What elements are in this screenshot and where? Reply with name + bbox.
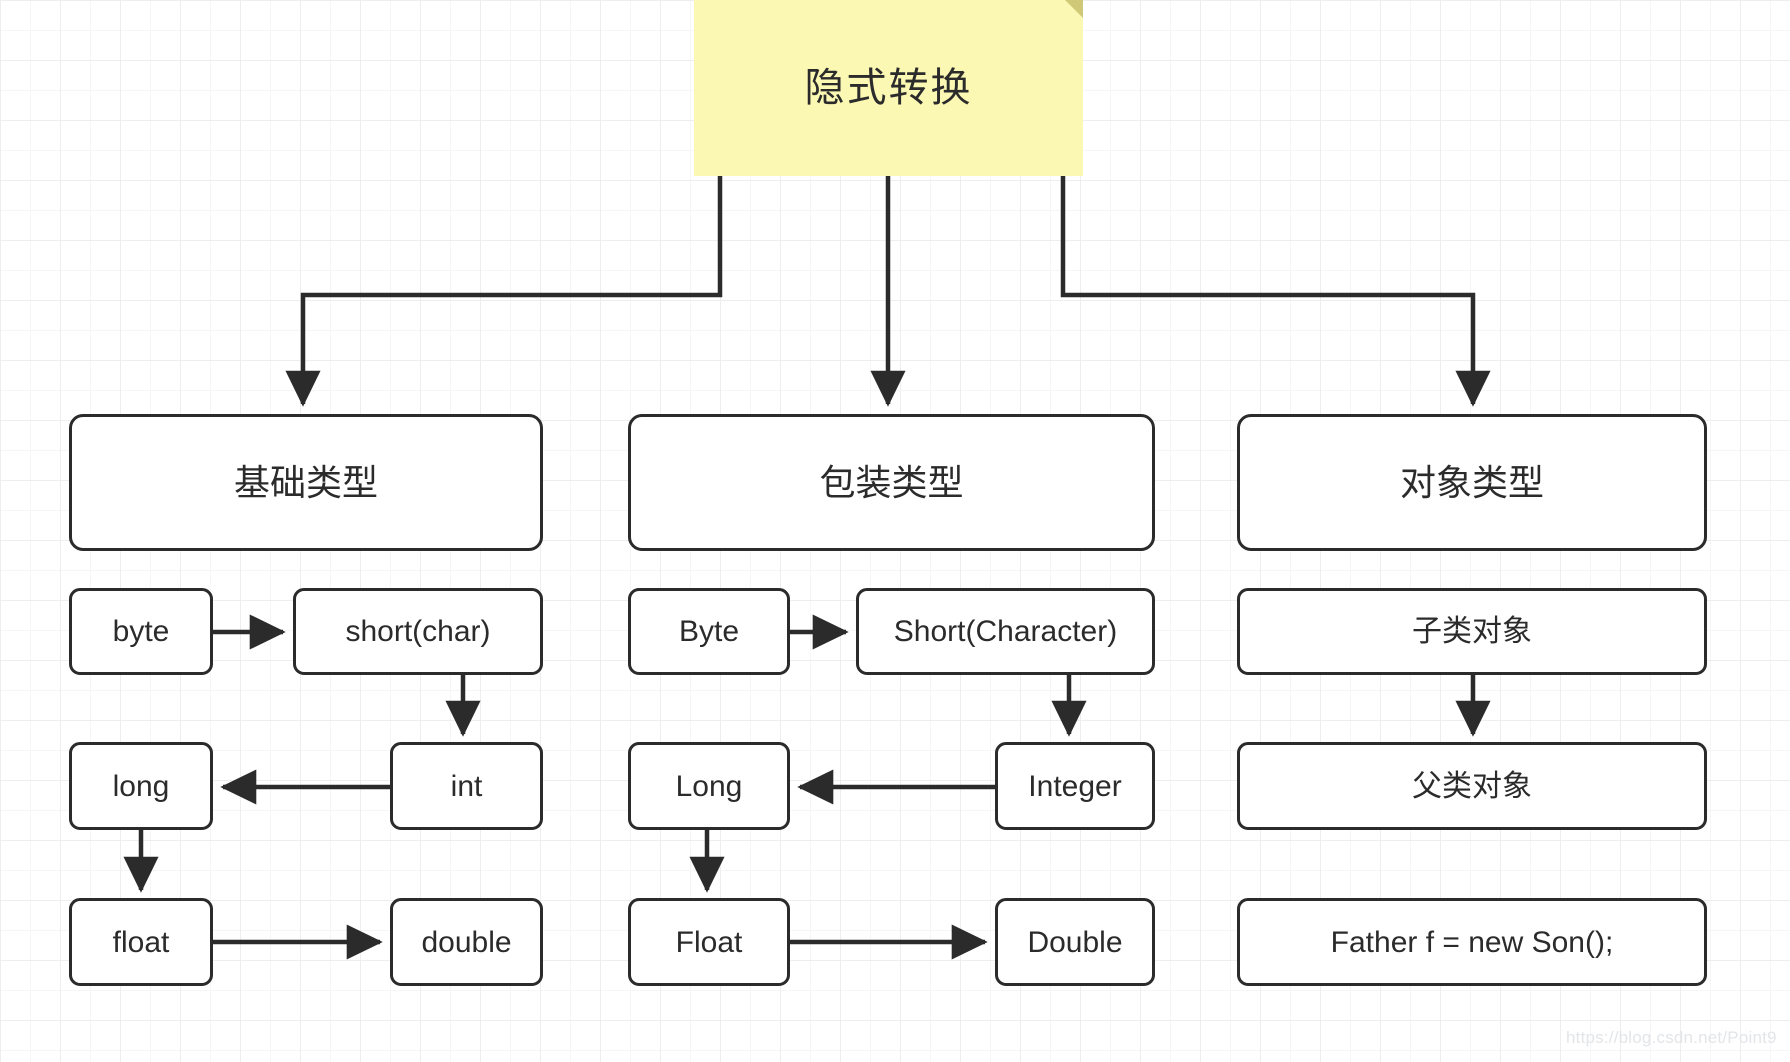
node-Integer[interactable]: Integer xyxy=(995,742,1155,830)
node-label: Double xyxy=(1027,925,1123,959)
sticky-note-label: 隐式转换 xyxy=(804,66,973,110)
folded-corner-icon xyxy=(1047,0,1083,18)
node-int[interactable]: int xyxy=(390,742,543,830)
node-label: Long xyxy=(675,769,743,803)
node-child-object[interactable]: 子类对象 xyxy=(1237,588,1707,675)
node-father-son-statement[interactable]: Father f = new Son(); xyxy=(1237,898,1707,986)
node-header-object-types[interactable]: 对象类型 xyxy=(1237,414,1707,551)
node-Long[interactable]: Long xyxy=(628,742,790,830)
node-Float[interactable]: Float xyxy=(628,898,790,986)
node-header-basic-types[interactable]: 基础类型 xyxy=(69,414,543,551)
node-short-char[interactable]: short(char) xyxy=(293,588,543,675)
node-label: 包装类型 xyxy=(819,461,964,503)
node-parent-object[interactable]: 父类对象 xyxy=(1237,742,1707,830)
node-label: float xyxy=(112,925,170,959)
node-header-wrapper-types[interactable]: 包装类型 xyxy=(628,414,1155,551)
node-label: 对象类型 xyxy=(1399,461,1544,503)
node-label: short(char) xyxy=(345,615,491,648)
watermark: https://blog.csdn.net/Point9 xyxy=(1566,1028,1777,1047)
node-label: 子类对象 xyxy=(1412,615,1532,648)
node-double[interactable]: double xyxy=(390,898,543,986)
node-label: Father f = new Son(); xyxy=(1330,925,1614,959)
node-label: Short(Character) xyxy=(893,615,1118,648)
node-label: int xyxy=(450,769,483,803)
connector-note-to-basic xyxy=(285,176,723,407)
node-label: Float xyxy=(675,925,743,959)
node-label: long xyxy=(112,769,170,803)
node-label: Byte xyxy=(678,615,740,648)
node-Double[interactable]: Double xyxy=(995,898,1155,986)
node-label: 父类对象 xyxy=(1412,769,1532,803)
connector-note-to-object xyxy=(1060,176,1491,407)
node-Byte[interactable]: Byte xyxy=(628,588,790,675)
node-label: double xyxy=(421,925,512,959)
node-label: Integer xyxy=(1028,769,1122,803)
node-Short-Character[interactable]: Short(Character) xyxy=(856,588,1155,675)
node-label: 基础类型 xyxy=(233,461,378,503)
node-label: byte xyxy=(112,615,170,648)
node-float[interactable]: float xyxy=(69,898,213,986)
node-long[interactable]: long xyxy=(69,742,213,830)
sticky-note-title[interactable]: 隐式转换 xyxy=(694,0,1083,176)
node-byte[interactable]: byte xyxy=(69,588,213,675)
